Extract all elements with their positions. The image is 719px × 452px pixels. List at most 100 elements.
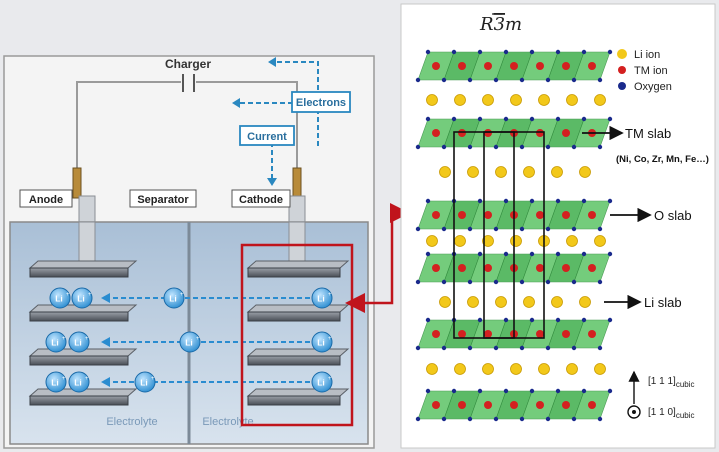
oxygen-atom: [441, 144, 447, 150]
li-ion: Li+: [134, 371, 156, 393]
li-ion-charge: +: [180, 292, 184, 298]
oxygen-atom: [477, 116, 483, 122]
anode-plate: [28, 260, 138, 278]
li-atom: [551, 166, 563, 178]
separator-label: Separator: [137, 194, 189, 206]
li-atom: [454, 235, 466, 247]
oxygen-atom: [503, 49, 509, 55]
oxygen-atom: [571, 416, 577, 422]
tm-atom: [536, 211, 544, 219]
oxygen-atom: [467, 77, 473, 83]
oxygen-atom: [451, 116, 457, 122]
oxygen-atom: [441, 416, 447, 422]
cathode-plate: [246, 388, 350, 406]
li-ion-label: Li: [74, 378, 82, 388]
oxygen-atom: [467, 416, 473, 422]
li-atom: [551, 296, 563, 308]
oxygen-atom: [529, 251, 535, 257]
crystal-panel: R3m Li ion TM ion Oxygen TM slab (Ni, Co…: [400, 3, 716, 449]
li-ion-label: Li: [185, 338, 193, 348]
tm-atom: [536, 264, 544, 272]
oxygen-atom: [467, 345, 473, 351]
oxygen-atom: [477, 49, 483, 55]
oxygen-atom: [607, 388, 613, 394]
tm-atom: [432, 129, 440, 137]
cathode-plate: [246, 260, 350, 278]
oxygen-atom: [571, 77, 577, 83]
li-ion: Li+: [68, 331, 90, 353]
ion-flow-arrows: [101, 293, 310, 387]
oxygen-atom: [607, 251, 613, 257]
unit-cell: [453, 131, 545, 339]
oxygen-atom: [555, 251, 561, 257]
tm-atom: [510, 62, 518, 70]
tm-atom: [536, 62, 544, 70]
oxygen-atom: [441, 279, 447, 285]
oxygen-atom: [545, 77, 551, 83]
tm-atom: [562, 401, 570, 409]
li-ion: Li+: [179, 331, 201, 353]
oxygen-atom: [415, 416, 421, 422]
oxygen-atom: [415, 77, 421, 83]
tm-atom: [432, 211, 440, 219]
li-ions: Li+Li+Li+Li+Li+Li+Li+Li+Li+Li+Li+Li+: [45, 287, 333, 393]
li-ion-charge: +: [328, 376, 332, 382]
li-ion-label: Li: [317, 338, 325, 348]
oxygen-atom: [503, 251, 509, 257]
tm-atom: [588, 330, 596, 338]
oxygen-atom: [493, 77, 499, 83]
zoom-connector-arrow: [345, 203, 410, 313]
li-ion: Li+: [311, 287, 333, 309]
oxygen-atom: [581, 317, 587, 323]
separator-tag: Separator: [129, 189, 197, 208]
li-atom: [426, 235, 438, 247]
li-ion-label: Li: [140, 378, 148, 388]
li-atom: [566, 94, 578, 106]
electron-arrow-head-2: [232, 98, 240, 108]
li-ion: Li+: [311, 331, 333, 353]
li-atom: [495, 166, 507, 178]
tm-atom: [458, 401, 466, 409]
li-ion-charge: +: [85, 336, 89, 342]
oxygen-atom: [425, 317, 431, 323]
oxygen-atom: [503, 317, 509, 323]
tm-atom: [458, 62, 466, 70]
flow-arrows: [240, 61, 319, 178]
oxygen-atom: [529, 49, 535, 55]
li-atom: [426, 94, 438, 106]
li-atom: [579, 296, 591, 308]
tm-atom: [432, 330, 440, 338]
li-layer: [426, 363, 606, 375]
electrons-box: Electrons: [291, 91, 351, 113]
li-ion-charge: +: [88, 292, 92, 298]
oxygen-atom: [597, 279, 603, 285]
oxygen-atom: [545, 226, 551, 232]
tm-atom: [484, 62, 492, 70]
oxygen-atom: [477, 388, 483, 394]
oxygen-atom: [493, 226, 499, 232]
li-layers: [426, 94, 606, 375]
dir2-label: [1 1 0]cubic: [648, 407, 695, 420]
tm-atom: [562, 62, 570, 70]
li-ion-label: Li: [317, 378, 325, 388]
tm-atom: [562, 264, 570, 272]
oxygen-atom: [529, 317, 535, 323]
oxygen-atom: [545, 144, 551, 150]
li-slab-label: Li slab: [644, 295, 682, 310]
li-ion-charge: +: [151, 376, 155, 382]
oxygen-atom: [555, 116, 561, 122]
li-atom: [566, 235, 578, 247]
tm-atom: [484, 330, 492, 338]
oxygen-atom: [415, 345, 421, 351]
oxygen-atom: [425, 388, 431, 394]
oxygen-atom: [493, 416, 499, 422]
tm-slab: [415, 198, 613, 232]
li-ion-charge: +: [62, 376, 66, 382]
cathode-plate: [246, 304, 350, 322]
oxygen-atom: [555, 49, 561, 55]
oxygen-atom: [425, 198, 431, 204]
oxygen-atom: [555, 317, 561, 323]
oxygen-atom: [441, 77, 447, 83]
tm-slab-label: TM slab: [625, 126, 671, 141]
li-ion-label: Li: [55, 294, 63, 304]
